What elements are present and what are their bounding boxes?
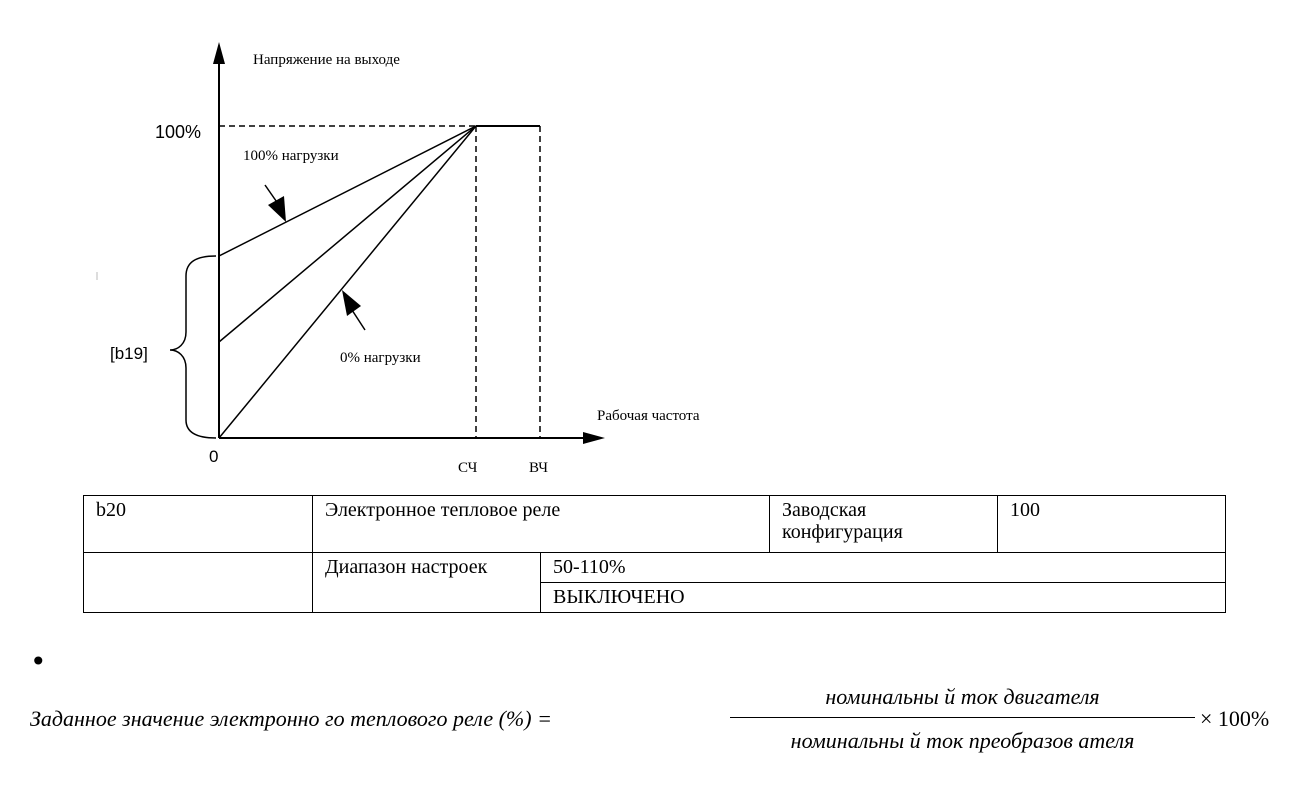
max-frequency-label: ВЧ [529, 460, 548, 476]
table-row: b20 Электронное тепловое реле Заводская … [83, 495, 1227, 553]
formula-left-side: Заданное значение электронно го тепловог… [30, 706, 552, 731]
thermal-relay-formula: Заданное значение электронно го тепловог… [30, 682, 1285, 772]
boost-parameter-label: [b19] [110, 344, 148, 363]
range-label: Диапазон настроек [312, 552, 541, 613]
full-load-label: 100% нагрузки [243, 148, 339, 164]
x-axis-label: Рабочая частота [597, 408, 700, 424]
y-axis-arrow [213, 42, 225, 64]
base-frequency-label: СЧ [458, 460, 478, 476]
origin-label: 0 [209, 447, 218, 466]
parameter-table: b20 Электронное тепловое реле Заводская … [83, 495, 1227, 613]
range-value: 50-110% [539, 552, 1227, 583]
formula-multiplier: × 100% [1200, 706, 1270, 731]
full-load-pointer-head [268, 196, 286, 222]
range-value: ВЫКЛЮЧЕНО [539, 582, 1227, 613]
bullet-point: • [30, 645, 47, 678]
curve-mid-load [218, 125, 477, 343]
parameter-code: b20 [83, 495, 313, 553]
no-load-label: 0% нагрузки [340, 350, 421, 366]
fraction-bar [730, 717, 1195, 718]
table-row: Диапазон настроек 50-110% [83, 552, 1227, 613]
no-load-pointer-head [342, 290, 361, 316]
empty-cell [83, 552, 313, 613]
x-axis-arrow [583, 432, 605, 444]
curve-full-load [218, 125, 477, 257]
y-axis-label: Напряжение на выходе [253, 52, 400, 68]
formula-denominator: номинальны й ток преобразов ателя [790, 728, 1135, 753]
formula-numerator: номинальны й ток двигателя [825, 684, 1100, 709]
factory-setting-value: 100 [997, 495, 1227, 553]
parameter-name: Электронное тепловое реле [311, 495, 771, 553]
no-load-pointer [351, 309, 366, 331]
y-tick-100: 100% [155, 122, 201, 142]
factory-setting-label: Заводская конфигурация [769, 495, 999, 553]
voltage-frequency-diagram: Напряжение на выходе 100% 100% нагрузки … [96, 42, 700, 476]
boost-brace [169, 255, 217, 439]
curve-no-load [218, 125, 477, 439]
table-row: ВЫКЛЮЧЕНО [84, 582, 1227, 613]
